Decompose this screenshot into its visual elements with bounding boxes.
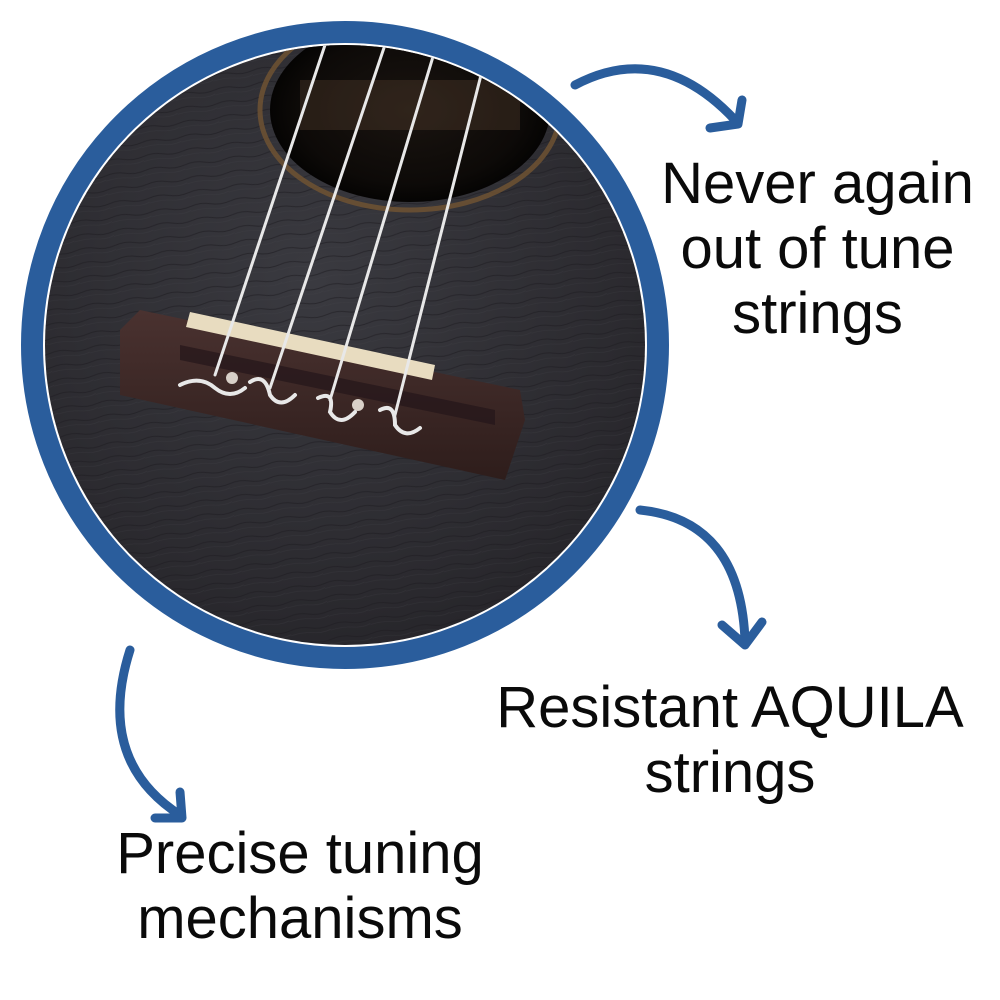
caption-line: out of tune bbox=[680, 215, 955, 281]
bridge-dot-right bbox=[352, 399, 364, 411]
caption-line: strings bbox=[732, 280, 903, 346]
saddle bbox=[186, 312, 435, 380]
caption-tuning-stability: Never again out of tune strings bbox=[640, 151, 995, 347]
inner-brace bbox=[300, 80, 520, 130]
caption-line: Never again bbox=[661, 151, 974, 216]
caption-line: Resistant AQUILA bbox=[496, 675, 964, 740]
caption-tuning-mechanisms: Precise tuning mechanisms bbox=[80, 821, 520, 952]
highlight-ring bbox=[21, 21, 669, 669]
caption-aquila-strings: Resistant AQUILA strings bbox=[470, 675, 990, 806]
caption-line: strings bbox=[644, 739, 816, 805]
bridge-dot-left bbox=[226, 372, 238, 384]
caption-line: Precise tuning bbox=[116, 821, 484, 886]
strings bbox=[178, 45, 502, 436]
caption-line: mechanisms bbox=[137, 885, 463, 951]
